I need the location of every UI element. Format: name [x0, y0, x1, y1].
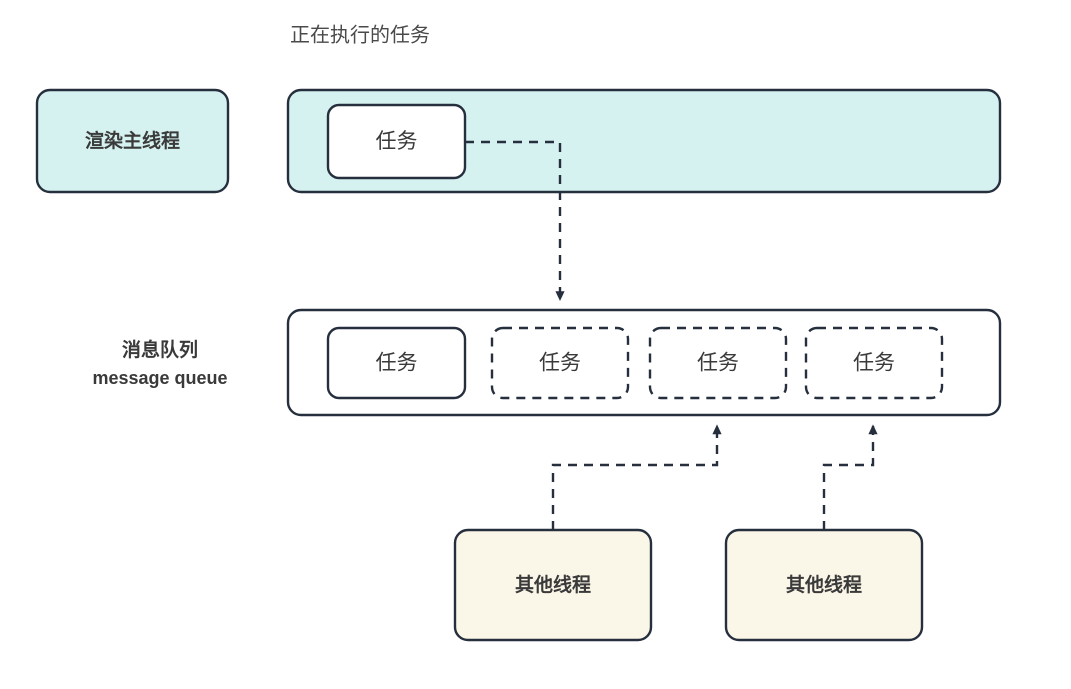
connector-thread2-to-queue — [822, 424, 878, 530]
message-queue-slot-1-label: 任务 — [376, 352, 418, 375]
message-queue-slot-1[interactable] — [326, 326, 467, 400]
message-queue-label-cn: 消息队列 — [122, 338, 198, 361]
other-threads-group: 其他线程 其他线程 — [453, 528, 924, 642]
message-queue-slot-4-label: 任务 — [853, 352, 895, 375]
message-queue-label-en: message queue — [92, 368, 227, 388]
message-queue-slot-2[interactable] — [490, 326, 630, 400]
main-thread-box — [35, 88, 230, 194]
message-queue-slot-2-label: 任务 — [539, 352, 581, 375]
connector-task-to-queue-path — [465, 140, 565, 302]
connector-thread1-path — [551, 424, 722, 530]
main-thread-group: 渲染主线程 任务 — [35, 88, 1002, 194]
connector-task-to-queue — [465, 140, 565, 302]
other-thread-label-2: 其他线程 — [786, 573, 862, 596]
message-queue-slot-3-label: 任务 — [697, 352, 739, 375]
message-queue-group: 消息队列 message queue 任务 任务 任务 任务 — [92, 308, 1002, 417]
message-queue-slot-3[interactable] — [648, 326, 788, 400]
other-thread-box-2[interactable] — [724, 528, 924, 642]
connector-thread2-path — [822, 424, 878, 530]
main-thread-label: 渲染主线程 — [85, 129, 180, 152]
main-thread-task-label: 任务 — [376, 130, 418, 153]
other-thread-label-1: 其他线程 — [515, 573, 591, 596]
connector-thread1-to-queue — [551, 424, 722, 530]
message-queue-slot-4[interactable] — [804, 326, 944, 400]
executing-task-title: 正在执行的任务 — [290, 23, 430, 46]
other-thread-box-1[interactable] — [453, 528, 653, 642]
